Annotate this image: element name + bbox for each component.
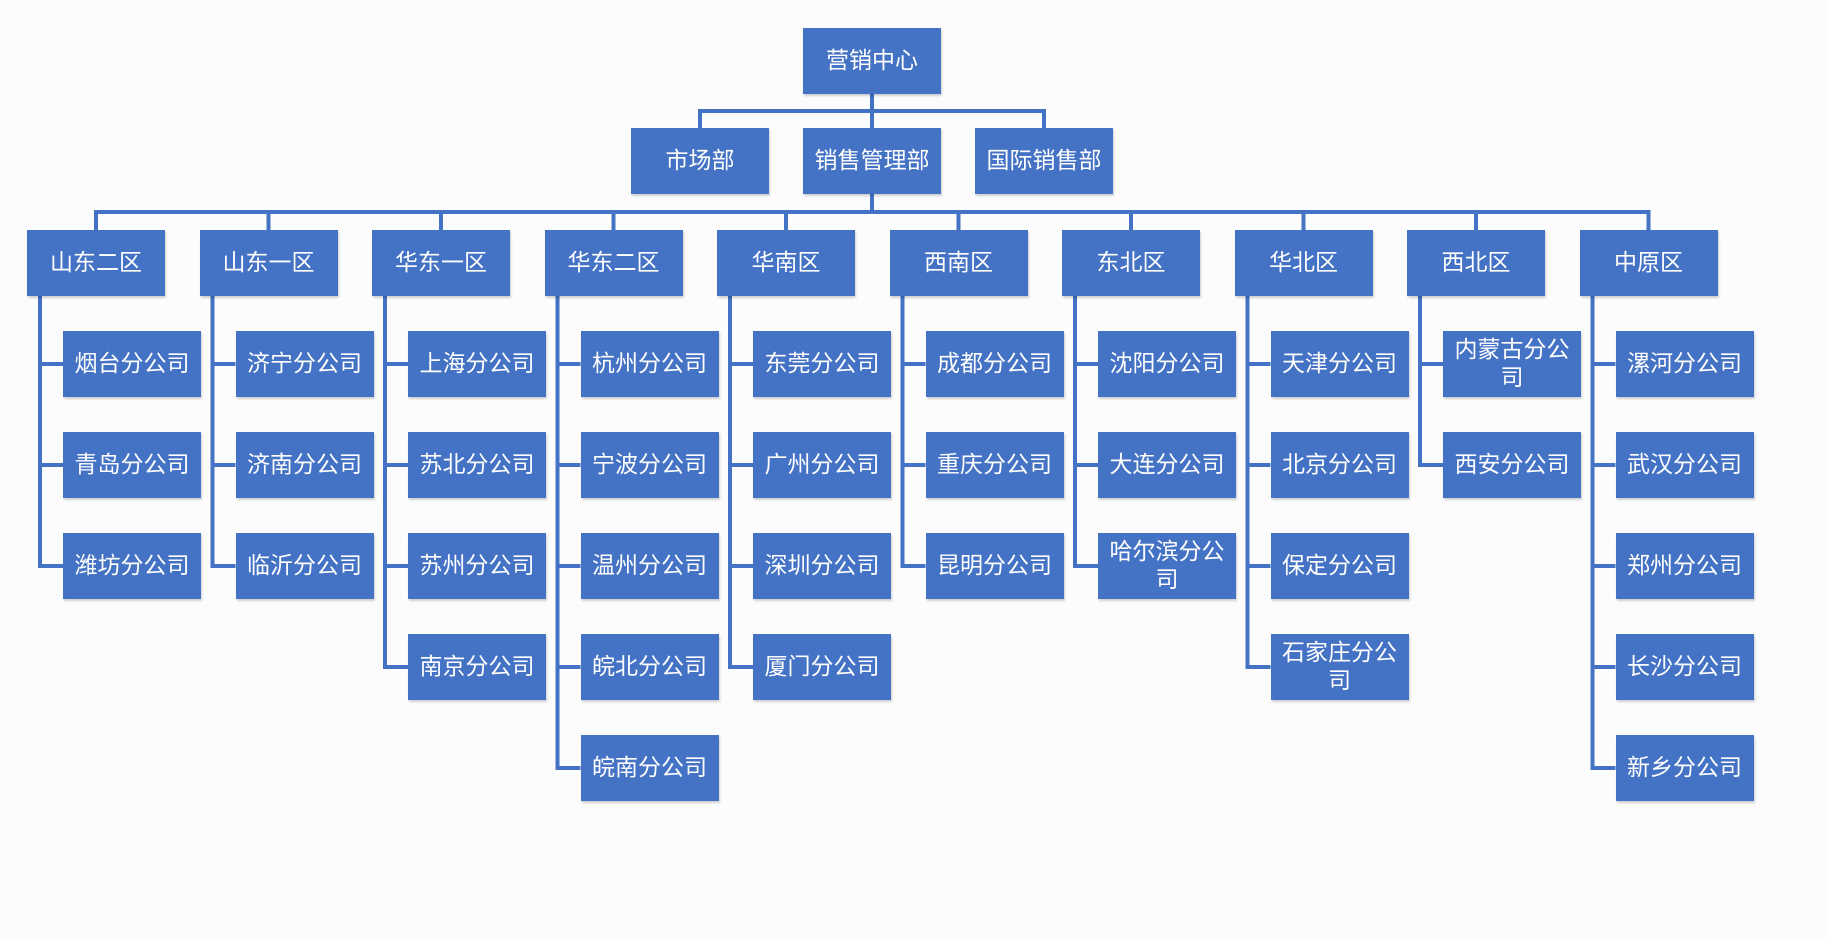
node-branch: 厦门分公司	[753, 634, 891, 700]
node-branch: 大连分公司	[1098, 432, 1236, 498]
node-department: 销售管理部	[803, 128, 941, 194]
node-branch: 苏州分公司	[408, 533, 546, 599]
node-branch: 保定分公司	[1270, 533, 1409, 599]
node-branch: 潍坊分公司	[63, 533, 201, 599]
node-branch: 石家庄分公司	[1270, 634, 1409, 700]
node-branch: 成都分公司	[925, 331, 1064, 397]
node-branch: 济南分公司	[235, 432, 374, 498]
node-region: 中原区	[1579, 230, 1718, 296]
node-branch: 济宁分公司	[235, 331, 374, 397]
node-branch: 上海分公司	[408, 331, 546, 397]
node-branch: 宁波分公司	[580, 432, 719, 498]
node-branch: 内蒙古分公司	[1443, 331, 1581, 397]
node-region: 东北区	[1062, 230, 1200, 296]
node-branch: 皖北分公司	[580, 634, 719, 700]
node-region: 华北区	[1234, 230, 1373, 296]
node-region: 山东二区	[27, 230, 165, 296]
node-root: 营销中心	[803, 28, 941, 94]
node-branch: 昆明分公司	[925, 533, 1064, 599]
node-region: 华东二区	[544, 230, 683, 296]
node-branch: 青岛分公司	[63, 432, 201, 498]
node-region: 西南区	[889, 230, 1028, 296]
node-branch: 杭州分公司	[580, 331, 719, 397]
node-branch: 哈尔滨分公司	[1098, 533, 1236, 599]
node-branch: 沈阳分公司	[1098, 331, 1236, 397]
node-branch: 郑州分公司	[1615, 533, 1754, 599]
node-branch: 深圳分公司	[753, 533, 891, 599]
node-branch: 皖南分公司	[580, 735, 719, 801]
node-branch: 西安分公司	[1443, 432, 1581, 498]
node-branch: 温州分公司	[580, 533, 719, 599]
node-branch: 东莞分公司	[753, 331, 891, 397]
node-branch: 广州分公司	[753, 432, 891, 498]
node-department: 市场部	[631, 128, 769, 194]
node-branch: 南京分公司	[408, 634, 546, 700]
node-branch: 北京分公司	[1270, 432, 1409, 498]
node-branch: 漯河分公司	[1615, 331, 1754, 397]
node-branch: 天津分公司	[1270, 331, 1409, 397]
node-region: 西北区	[1407, 230, 1545, 296]
node-region: 华南区	[717, 230, 855, 296]
node-department: 国际销售部	[975, 128, 1113, 194]
node-branch: 武汉分公司	[1615, 432, 1754, 498]
node-branch: 长沙分公司	[1615, 634, 1754, 700]
node-region: 山东一区	[199, 230, 338, 296]
node-region: 华东一区	[372, 230, 510, 296]
node-branch: 重庆分公司	[925, 432, 1064, 498]
node-branch: 临沂分公司	[235, 533, 374, 599]
node-branch: 烟台分公司	[63, 331, 201, 397]
node-branch: 苏北分公司	[408, 432, 546, 498]
node-branch: 新乡分公司	[1615, 735, 1754, 801]
